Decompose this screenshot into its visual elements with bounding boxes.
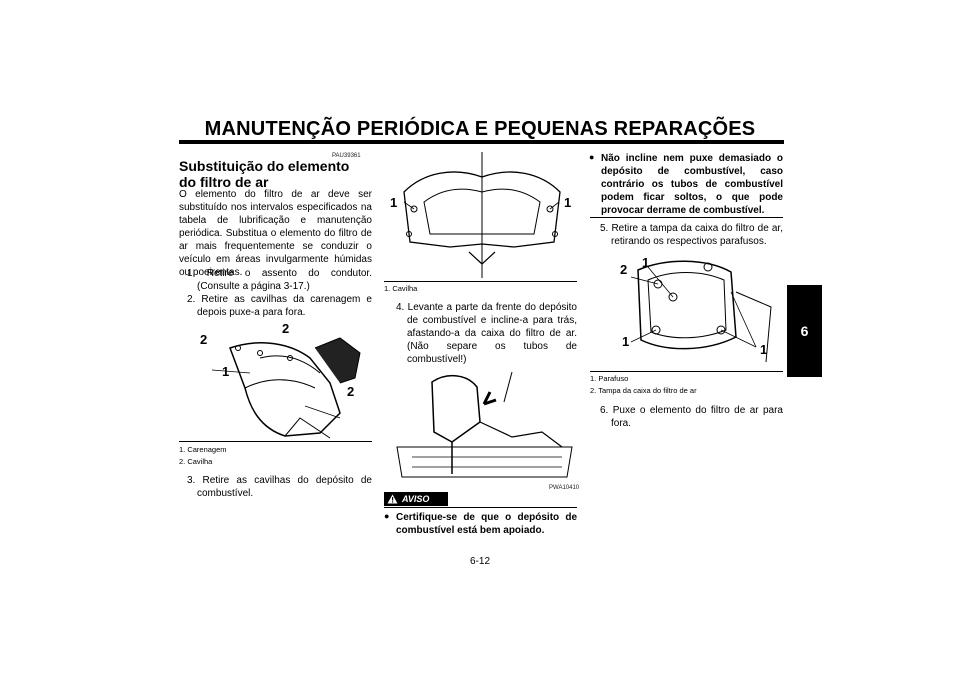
step-2: 2. Retire as cavilhas da carenagem e dep…: [187, 294, 372, 318]
fig2-label-1b: 1: [564, 195, 571, 210]
fig3-label-2: 2: [620, 262, 627, 277]
fig2-label-1a: 1: [390, 195, 397, 210]
fig1-label-2b: 2: [282, 321, 289, 336]
bullet-icon: ●: [384, 511, 390, 521]
warning-end-rule: [590, 217, 783, 218]
fairing-illustration: 2 2 1 2: [200, 321, 361, 439]
caption-1: 1. Carenagem: [179, 445, 227, 454]
tank-bolts-illustration: 1 1: [390, 152, 571, 278]
fig1-label-1: 1: [222, 364, 229, 379]
page-number: 6-12: [469, 556, 490, 567]
caption-rule: [384, 281, 577, 282]
fig1-label-2c: 2: [347, 384, 354, 399]
warning-label: AVISO: [402, 494, 430, 504]
step-1: 1. Retire o assento do condutor. (Consul…: [187, 268, 372, 292]
fig3-label-1a: 1: [642, 255, 649, 270]
page-title: MANUTENÇÃO PERIÓDICA E PEQUENAS REPARAÇÕ…: [204, 118, 756, 140]
caption-rule: [179, 441, 372, 442]
intro-paragraph: O elemento do filtro de ar deve ser subs…: [179, 189, 372, 278]
tank-lifted-illustration: [396, 371, 573, 478]
header-divider: [179, 140, 784, 144]
step-5: 5. Retire a tampa da caixa do filtro de …: [600, 223, 783, 247]
section-title: Substituição do elemento do filtro de ar: [179, 158, 350, 190]
warning-badge: AVISO: [384, 492, 448, 506]
warning-code: PWA10410: [549, 485, 580, 491]
step-3: 3. Retire as cavilhas do depósito de com…: [187, 475, 372, 499]
warning-text-1: Certifique-se de que o depósito de combu…: [396, 512, 577, 536]
caption-cavilha: 1. Cavilha: [384, 284, 418, 293]
caption-tampa: 2. Tampa da caixa do filtro de ar: [590, 386, 697, 395]
fig3-label-1b: 1: [622, 334, 629, 349]
caption-parafuso: 1. Parafuso: [590, 374, 629, 383]
step-4: 4. Levante a parte da frente do depósito…: [396, 302, 577, 365]
warning-rule: [384, 507, 577, 508]
bullet-icon: ●: [589, 152, 595, 162]
warning-bullet-1: ● Certifique-se de que o depósito de com…: [384, 511, 577, 537]
caption-2: 2. Cavilha: [179, 457, 213, 466]
chapter-tab: 6: [787, 285, 822, 377]
fig1-label-2a: 2: [200, 332, 207, 347]
warning-text-2: Não incline nem puxe demasiado o depósit…: [601, 153, 783, 216]
step-6: 6. Puxe o elemento do filtro de ar para …: [600, 405, 783, 429]
caption-rule: [590, 371, 783, 372]
airbox-cover-illustration: 2 1 1 1: [620, 255, 772, 363]
warning-bullet-2: ● Não incline nem puxe demasiado o depós…: [589, 152, 783, 217]
warning-triangle-icon: [387, 494, 398, 504]
fig3-label-1c: 1: [760, 342, 767, 357]
section-code: PAU39361: [332, 153, 361, 159]
